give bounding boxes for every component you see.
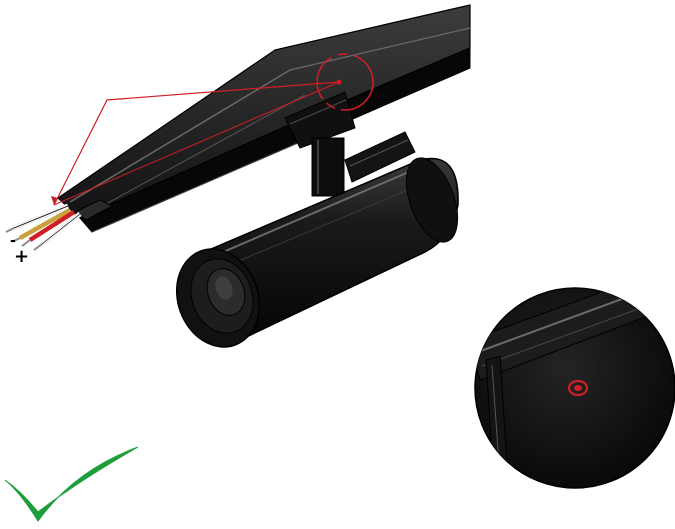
positive-label: +	[14, 246, 29, 267]
zoom-hole	[567, 379, 589, 397]
mounting-stem	[311, 137, 345, 197]
negative-label: -	[10, 233, 16, 249]
track-rail	[57, 4, 471, 233]
zoom-detail	[474, 287, 675, 489]
callout-circle	[316, 53, 374, 111]
wire-gold	[18, 208, 72, 240]
spotlight	[175, 91, 459, 348]
callout-leader	[53, 81, 340, 206]
callout-annotation	[51, 53, 374, 206]
wire-red	[28, 210, 76, 242]
check-mark-icon	[4, 446, 139, 522]
power-wires	[5, 203, 82, 251]
